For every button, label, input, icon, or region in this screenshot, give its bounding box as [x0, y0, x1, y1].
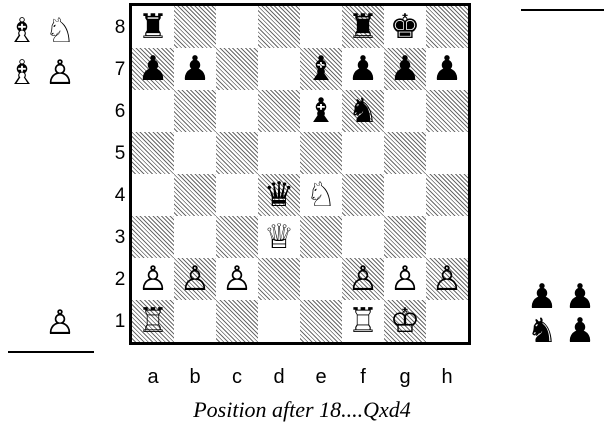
file-label: e — [300, 367, 342, 387]
file-label: a — [132, 367, 174, 387]
rank-label: 1 — [112, 312, 128, 331]
file-label: c — [216, 367, 258, 387]
file-label: g — [384, 367, 426, 387]
rank-label: 7 — [112, 60, 128, 79]
white-bishop-icon: ♗ — [4, 56, 40, 90]
black-pawn-icon: ♟ — [524, 280, 560, 314]
diagram-caption: Position after 18....Qxd4 — [0, 397, 604, 423]
black-pawn-icon: ♟ — [562, 280, 598, 314]
file-label: b — [174, 367, 216, 387]
rank-label: 2 — [112, 270, 128, 289]
rank-label: 6 — [112, 102, 128, 121]
rank-label: 3 — [112, 228, 128, 247]
divider-top-right — [521, 9, 604, 11]
board-frame — [129, 3, 471, 345]
white-pawn-icon: ♙ — [42, 56, 78, 90]
file-label: d — [258, 367, 300, 387]
white-knight-icon: ♘ — [42, 14, 78, 48]
black-pawn-icon: ♟ — [562, 314, 598, 348]
white-bishop-icon: ♗ — [4, 14, 40, 48]
rank-label: 5 — [112, 144, 128, 163]
divider-bottom-left — [8, 351, 94, 353]
rank-label: 4 — [112, 186, 128, 205]
rank-label: 8 — [112, 18, 128, 37]
file-label: h — [426, 367, 468, 387]
file-label: f — [342, 367, 384, 387]
white-pawn-icon: ♙ — [42, 306, 78, 340]
black-knight-icon: ♞ — [524, 314, 560, 348]
